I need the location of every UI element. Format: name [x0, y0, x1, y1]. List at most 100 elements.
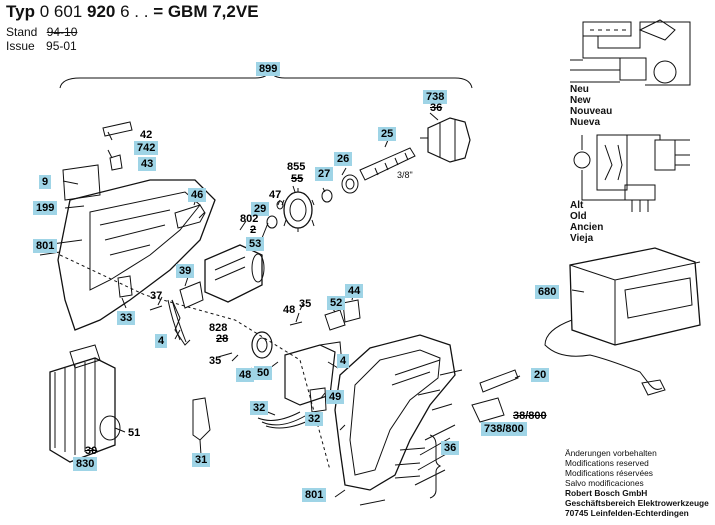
washer-27: [321, 189, 333, 203]
bearing-26: [341, 174, 359, 194]
stand-label: Stand: [6, 25, 38, 39]
issue-value: 95-01: [46, 39, 77, 53]
footer-line-de: Änderungen vorbehalten: [565, 448, 657, 458]
belt-clip-31: [192, 397, 211, 441]
callout-39: 39: [176, 264, 195, 278]
callout-48-lower: 48: [236, 368, 255, 382]
clip-43: [109, 154, 123, 171]
callout-801-bottom: 801: [302, 488, 327, 502]
callout-20: 20: [531, 368, 550, 382]
switch-part-46: [174, 204, 206, 229]
brace-36: [429, 434, 442, 499]
charger-680: [569, 247, 701, 346]
battery-pack: [49, 357, 116, 463]
callout-35-lower: 35: [209, 355, 222, 367]
callout-51: 51: [128, 427, 141, 439]
handle-half-right: [334, 334, 456, 491]
brush-holder-39: [179, 281, 204, 309]
callout-899: 899: [256, 62, 281, 76]
company-address: 70745 Leinfelden-Echterdingen: [565, 508, 689, 518]
callout-50: 50: [254, 366, 273, 380]
callout-47: 47: [269, 189, 282, 201]
callout-26: 26: [334, 152, 353, 166]
callout-4-right: 4: [337, 354, 350, 368]
gear-855: [283, 191, 313, 229]
bearing-29: [266, 215, 278, 229]
callout-36: 36: [441, 441, 460, 455]
callout-44: 44: [345, 284, 364, 298]
legend-new-es: Nueva: [570, 117, 601, 128]
callout-27: 27: [315, 167, 334, 181]
legend-new: Neu New Nouveau Nueva: [570, 84, 612, 128]
callout-738: 738: [423, 90, 448, 104]
callout-48-upper: 48: [283, 304, 296, 316]
company-division: Geschäftsbereich Elektrowerkzeuge: [565, 498, 709, 508]
legend-old: Alt Old Ancien Vieja: [570, 200, 603, 244]
legend-old-de: Alt: [570, 200, 584, 211]
typ-label: Typ: [6, 2, 35, 21]
gear-828: [251, 331, 273, 359]
legend-new-en: New: [570, 95, 591, 106]
part-44: [342, 299, 361, 323]
callout-43: 43: [138, 157, 157, 171]
callout-31: 31: [192, 453, 211, 467]
bit-holder-42: [102, 121, 133, 137]
callout-828: 828: [209, 322, 228, 334]
clip-33: [117, 275, 133, 298]
callout-49: 49: [326, 390, 345, 404]
callout-801-top: 801: [33, 239, 58, 253]
footer-line-en: Modifications reserved: [565, 458, 649, 468]
callout-36-old: 36: [430, 102, 443, 114]
part-52: [324, 309, 346, 331]
type-header: Typ 0 601 920 6 . . = GBM 7,2VE: [6, 2, 259, 22]
callout-830: 830: [73, 457, 98, 471]
callout-42: 42: [140, 129, 153, 141]
nameplate-20: [479, 369, 519, 393]
callout-28-old: 28: [216, 333, 229, 345]
callout-738-800: 738/800: [481, 422, 527, 436]
wiring-diagram-old: [573, 134, 690, 212]
issue-label: Issue: [6, 39, 35, 53]
callout-680: 680: [535, 285, 560, 299]
spring-4: [171, 299, 191, 346]
legend-old-fr: Ancien: [570, 222, 604, 233]
typ-number-prefix: 0 601: [39, 2, 83, 21]
callout-2-old: 2: [250, 224, 257, 236]
legend-new-fr: Nouveau: [570, 106, 613, 117]
callout-25: 25: [378, 127, 397, 141]
wiring-diagram-new: [570, 19, 691, 86]
footer-notes: Änderungen vorbehalten Modifications res…: [565, 448, 709, 518]
label-9: [62, 164, 101, 201]
typ-number-bold: 920: [86, 2, 116, 21]
footer-line-fr: Modifications réservées: [565, 468, 653, 478]
callout-9: 9: [39, 175, 52, 189]
motor-802: [204, 244, 263, 303]
dimension-3-8-inch: 3/8": [397, 170, 413, 180]
typ-number-suffix: 6 . .: [120, 2, 149, 21]
switch-38: [471, 397, 505, 423]
legend-old-en: Old: [570, 211, 587, 222]
legend-new-de: Neu: [570, 84, 589, 95]
company-name: Robert Bosch GmbH: [565, 488, 648, 498]
battery-label-51: [99, 415, 121, 441]
callout-199: 199: [33, 201, 58, 215]
issue-row: Issue 95-01: [6, 39, 77, 53]
chuck-738: [427, 117, 471, 163]
callout-30-old: 30: [85, 445, 98, 457]
footer-line-es: Salvo modificaciones: [565, 478, 644, 488]
housing-left-half: [57, 179, 216, 331]
callout-53: 53: [246, 237, 265, 251]
callout-38-800-old: 38/800: [513, 410, 547, 422]
legend-old-es: Vieja: [570, 233, 594, 244]
callout-32-right: 32: [305, 412, 324, 426]
stand-row: Stand 94-10: [6, 25, 77, 39]
callout-35-upper: 35: [299, 298, 312, 310]
model-name: = GBM 7,2VE: [153, 2, 259, 21]
callout-855: 855: [287, 161, 306, 173]
callout-55: 55: [291, 173, 304, 185]
callout-4-left: 4: [155, 334, 168, 348]
callout-37: 37: [150, 290, 163, 302]
callout-802: 802: [240, 213, 259, 225]
